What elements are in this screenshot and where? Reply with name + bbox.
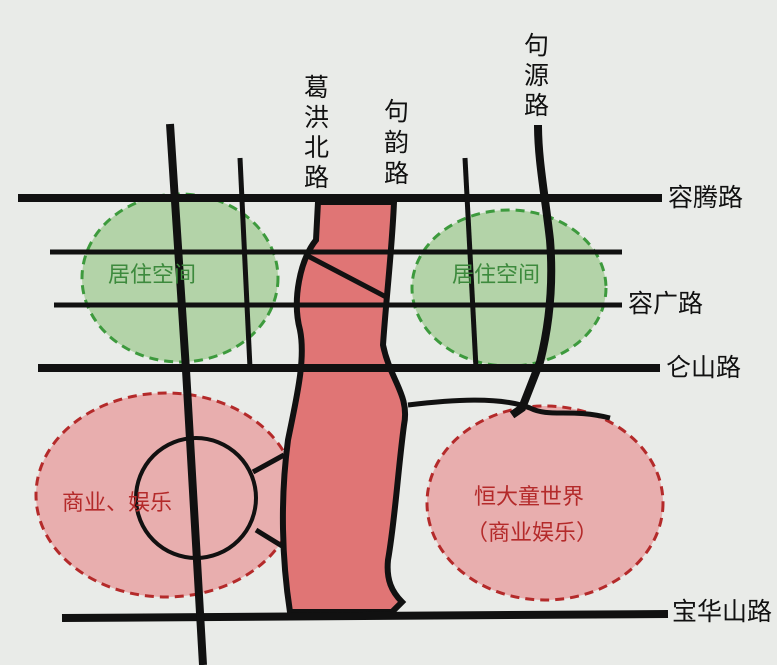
label-lunshan: 仑山路 (666, 353, 741, 382)
label-juyuan-2: 源 (524, 61, 549, 90)
label-commercial-left: 商业、娱乐 (62, 491, 172, 516)
label-rongteng: 容腾路 (668, 183, 743, 212)
commercial-core-ring (134, 436, 258, 560)
label-evergrande-1: 恒大童世界 (474, 485, 584, 510)
residential-zone-right (410, 208, 608, 368)
road-juyuan-east (407, 397, 611, 421)
connector-upper (251, 452, 286, 475)
label-residential-right: 居住空间 (452, 263, 540, 288)
road-baohuashan (61, 610, 669, 622)
road-right-minor (462, 157, 479, 369)
label-baohuashan: 宝华山路 (672, 597, 772, 626)
label-gehongbei-4: 路 (304, 163, 329, 192)
label-gehongbei-3: 北 (304, 133, 329, 162)
road-river-crossing (304, 252, 390, 301)
label-evergrande-2: （商业娱乐） (466, 521, 598, 546)
road-juyuan (509, 124, 556, 419)
river-strip (279, 199, 409, 615)
label-gehongbei-2: 洪 (304, 103, 329, 132)
label-gehongbei-1: 葛 (304, 73, 329, 102)
label-juyun-2: 韵 (384, 128, 409, 157)
road-left-vertical (166, 123, 207, 665)
connector-lower (254, 527, 284, 549)
label-residential-left: 居住空间 (108, 263, 196, 288)
label-ronguang: 容广路 (628, 289, 703, 318)
evergrande-zone (425, 404, 665, 602)
label-juyun-1: 句 (384, 97, 409, 126)
road-left-minor (237, 157, 253, 369)
label-juyuan-3: 路 (524, 91, 549, 120)
label-juyuan-1: 句 (524, 31, 549, 60)
label-juyun-3: 路 (384, 159, 409, 188)
